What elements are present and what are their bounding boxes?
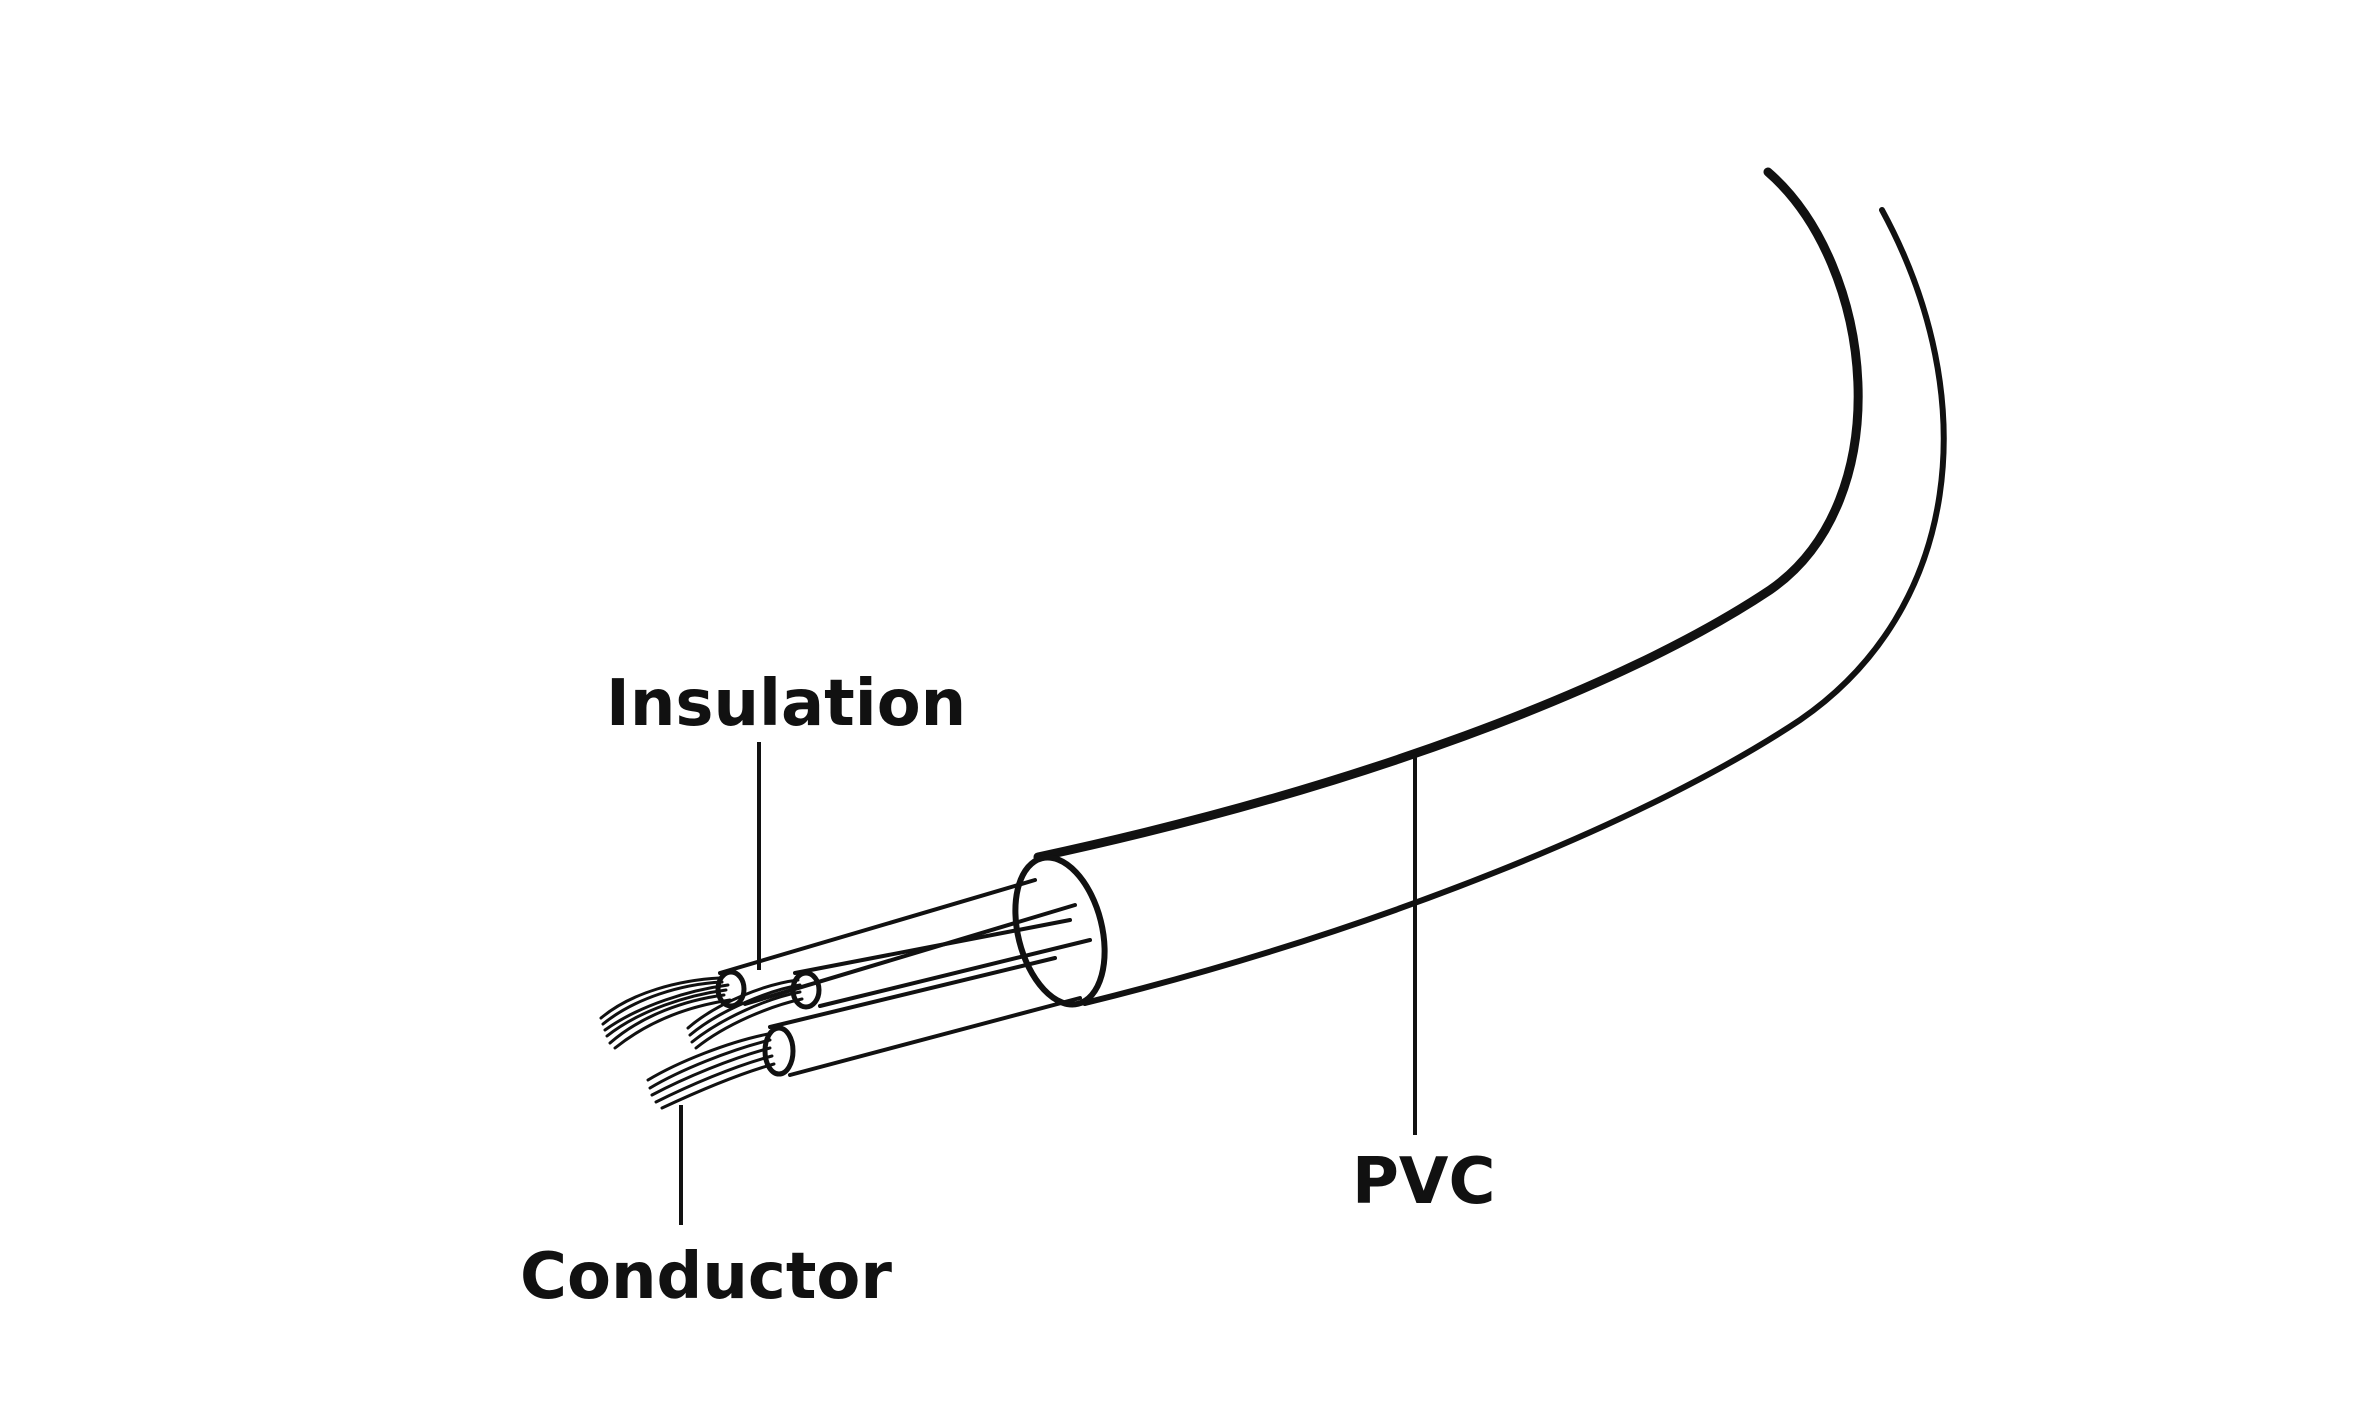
strands-upper — [599, 976, 732, 1050]
wire-end-upper — [715, 969, 747, 1009]
insulated-wire-lower — [768, 956, 1082, 1077]
wire-end-middle — [790, 970, 822, 1010]
conductor-strands — [599, 976, 804, 1110]
strands-middle — [686, 978, 804, 1050]
pvc-jacket-cut-end — [1012, 854, 1108, 1008]
pvc-jacket-lower-edge — [1082, 207, 1947, 1006]
pvc-jacket-upper-edge — [1033, 167, 1863, 862]
insulated-wire-middle — [793, 918, 1092, 1008]
insulation-label: Insulation — [606, 667, 967, 741]
conductor-label: Conductor — [520, 1240, 892, 1314]
strands-lower — [646, 1032, 776, 1110]
insulated-wire-upper — [718, 878, 1077, 1006]
wire-end-lower — [762, 1025, 796, 1077]
pvc-label: PVC — [1352, 1145, 1496, 1219]
